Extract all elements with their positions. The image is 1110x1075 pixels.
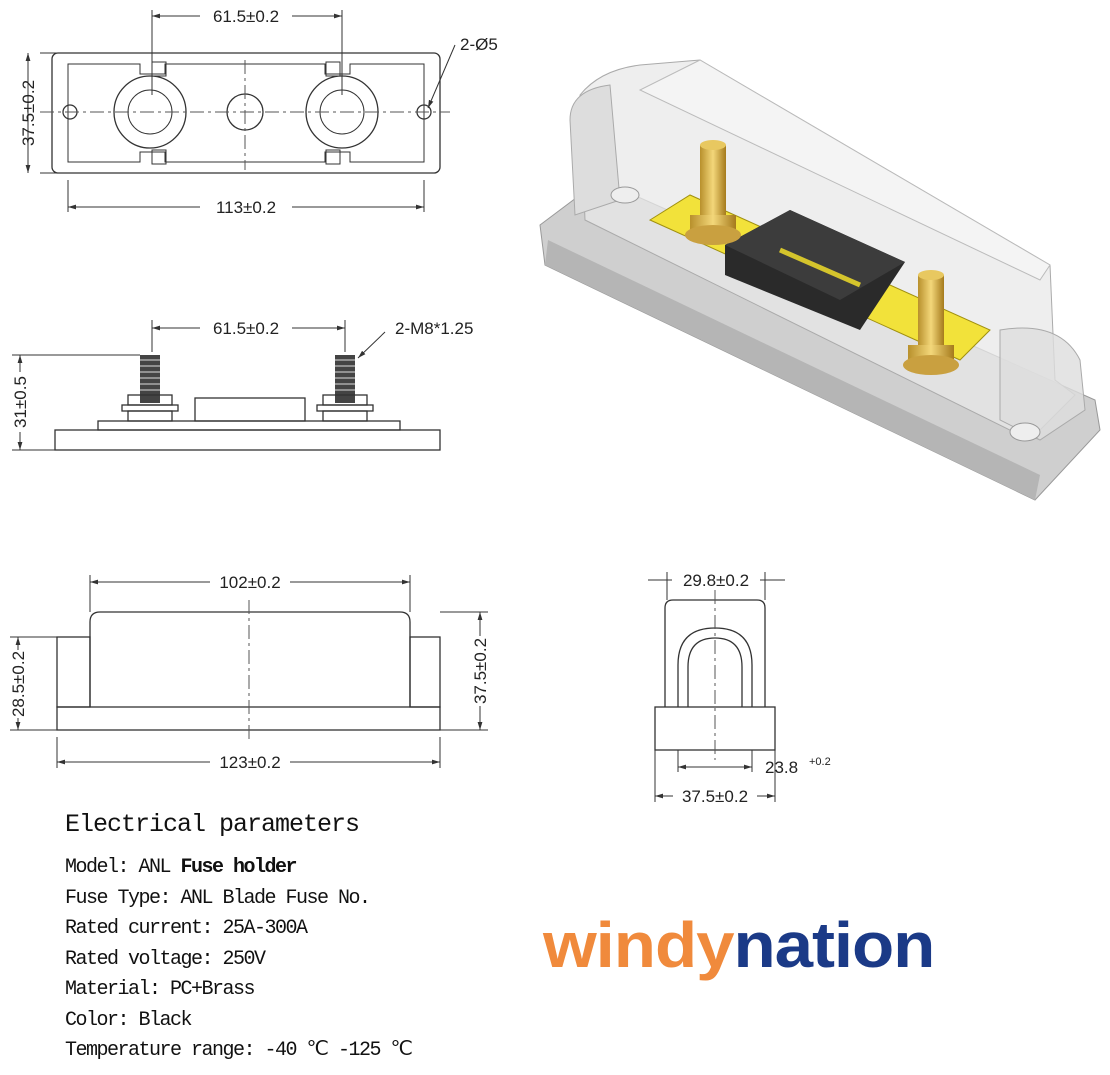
dim-mount-holes: 2-Ø5 xyxy=(460,35,498,54)
dim-total-height: 37.5±0.2 xyxy=(471,638,490,704)
dim-base-width: 37.5±0.2 xyxy=(682,787,748,806)
fuse-holder-render xyxy=(539,59,1101,501)
spec-fuse-type: Fuse Type: ANL Blade Fuse No. xyxy=(65,886,371,910)
spec-color: Color: Black xyxy=(65,1008,193,1032)
dim-side-height: 31±0.5 xyxy=(11,376,30,428)
spec-material: Material: PC+Brass xyxy=(65,978,256,1001)
spec-model: Model: ANL Fuse holder xyxy=(65,853,411,884)
spec-temperature: Temperature range: -40 ℃ -125 ℃ xyxy=(65,1039,413,1062)
spec-model-value: Fuse holder xyxy=(180,856,298,879)
end-view: 29.8±0.2 23.8 +0.2 37.5±0.2 xyxy=(648,570,831,806)
spec-rated-voltage: Rated voltage: 250V xyxy=(65,947,266,971)
top-view: 61.5±0.2 37.5±0.2 113±0.2 2-Ø5 xyxy=(19,6,498,217)
dim-base-length: 123±0.2 xyxy=(219,753,280,772)
dim-top-height: 37.5±0.2 xyxy=(19,80,38,146)
dim-inner-width-tol: +0.2 xyxy=(809,756,831,768)
dim-cover-length: 102±0.2 xyxy=(219,573,280,592)
dim-stud-thread: 2-M8*1.25 xyxy=(395,319,473,338)
spec-rated-current: Rated current: 25A-300A xyxy=(65,917,308,940)
dim-stud-spacing: 61.5±0.2 xyxy=(213,319,279,338)
dim-top-length: 113±0.2 xyxy=(216,198,276,217)
dim-cover-width: 29.8±0.2 xyxy=(683,571,749,590)
specs-title: Electrical parameters xyxy=(65,810,360,839)
spec-model-label: Model: ANL xyxy=(65,856,181,879)
logo-part-windy: windy xyxy=(543,909,735,981)
side-view: 61.5±0.2 2-M8*1.25 31±0.5 xyxy=(10,318,473,451)
electrical-parameters: Electrical parameters Model: ANL Fuse ho… xyxy=(65,810,413,1067)
logo-part-nation: nation xyxy=(733,909,935,981)
dim-inner-width: 23.8 xyxy=(765,758,798,777)
dim-flange-height: 28.5±0.2 xyxy=(9,651,28,717)
dim-top-hole-spacing: 61.5±0.2 xyxy=(213,7,279,26)
windynation-logo: windynation xyxy=(543,905,935,985)
front-view: 102±0.2 123±0.2 28.5±0.2 37.5±0.2 xyxy=(8,572,490,772)
